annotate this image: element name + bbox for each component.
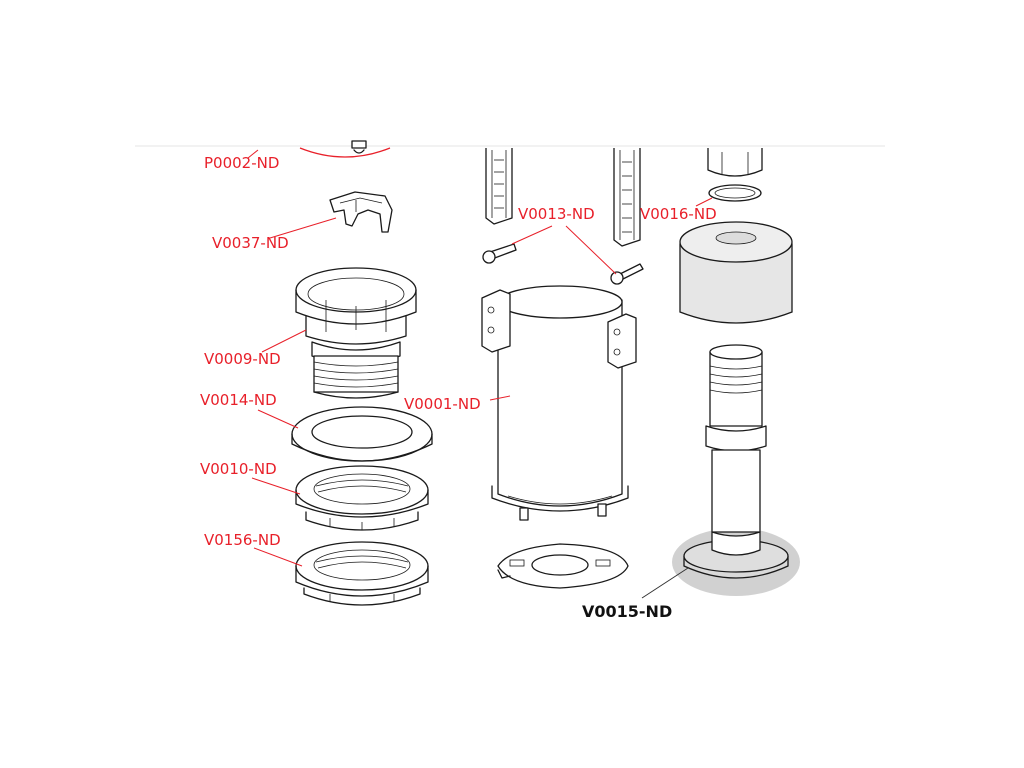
label-v0010-nd: V0010-ND	[200, 460, 277, 478]
part-v0013-pins	[482, 225, 644, 285]
label-p0002-nd: P0002-ND	[204, 154, 279, 172]
part-float-cap	[679, 221, 793, 324]
part-v0009-valve-body	[261, 267, 417, 399]
part-rails	[485, 148, 641, 247]
label-v0016-nd: V0016-ND	[640, 205, 717, 223]
label-v0009-nd: V0009-ND	[204, 350, 281, 368]
part-v0156-nut	[253, 541, 429, 606]
label-v0001-nd: V0001-ND	[404, 395, 481, 413]
part-v0037-clip	[269, 191, 393, 239]
label-v0015-nd: V0015-ND	[582, 602, 672, 621]
part-v0010-nut	[251, 465, 429, 531]
part-v0001-cylinder	[481, 285, 637, 521]
part-p0002-lid	[247, 140, 391, 159]
label-v0037-nd: V0037-ND	[212, 234, 289, 252]
label-v0156-nd: V0156-ND	[204, 531, 281, 549]
part-v0016-oring	[695, 148, 763, 207]
part-gasket-plate	[497, 543, 629, 589]
label-v0013-nd: V0013-ND	[518, 205, 595, 223]
part-v0015-standpipe	[641, 344, 800, 599]
part-v0014-washer	[257, 406, 433, 462]
label-v0014-nd: V0014-ND	[200, 391, 277, 409]
